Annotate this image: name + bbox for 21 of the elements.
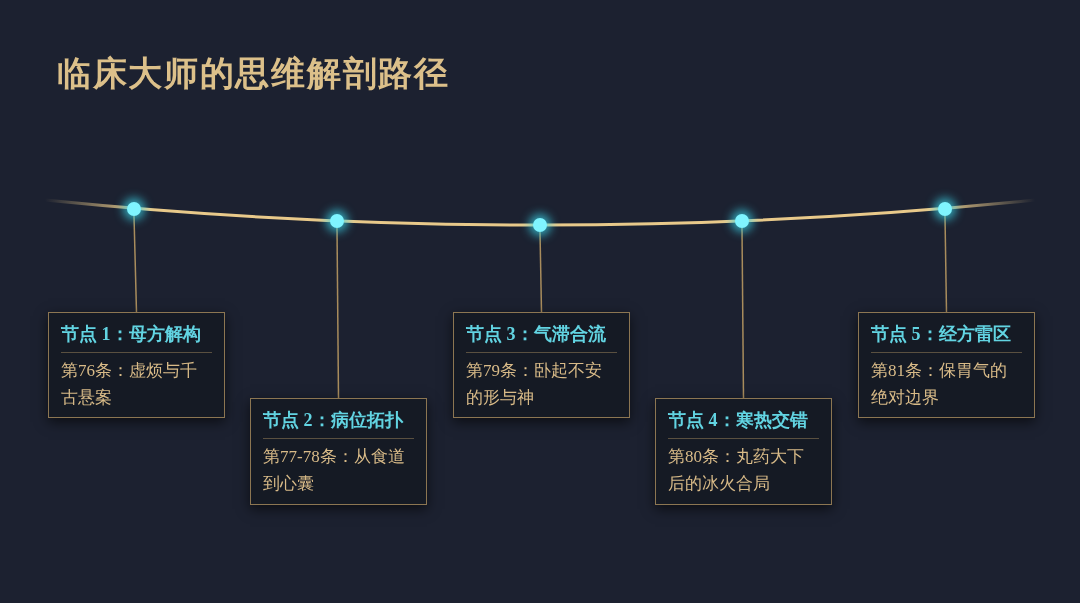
node-title: 节点 2：病位拓扑 [263, 407, 414, 439]
connector-line [336, 227, 340, 399]
node-card [250, 398, 427, 505]
connector-line [133, 215, 138, 313]
node-card [858, 312, 1035, 418]
node-description: 第77-78条：从食道到心囊 [263, 446, 406, 495]
node-description: 第80条：丸药大下后的冰火合局 [668, 446, 805, 495]
connector-line [539, 231, 543, 313]
node-card [655, 398, 832, 505]
node-title: 节点 3：气滞合流 [466, 321, 617, 353]
title: 临床大师的思维解剖路径 [57, 54, 450, 94]
node-title: 节点 4：寒热交错 [668, 407, 819, 439]
node-description: 第79条：卧起不安的形与神 [466, 360, 603, 409]
node-card [48, 312, 225, 418]
node-card [453, 312, 630, 418]
node-description: 第81条：保胃气的绝对边界 [871, 360, 1008, 409]
connector-line [741, 227, 745, 399]
node-title: 节点 1：母方解构 [61, 321, 212, 353]
connector-line [944, 215, 948, 313]
node-title: 节点 5：经方雷区 [871, 321, 1022, 353]
node-description: 第76条：虚烦与千古悬案 [61, 360, 198, 409]
